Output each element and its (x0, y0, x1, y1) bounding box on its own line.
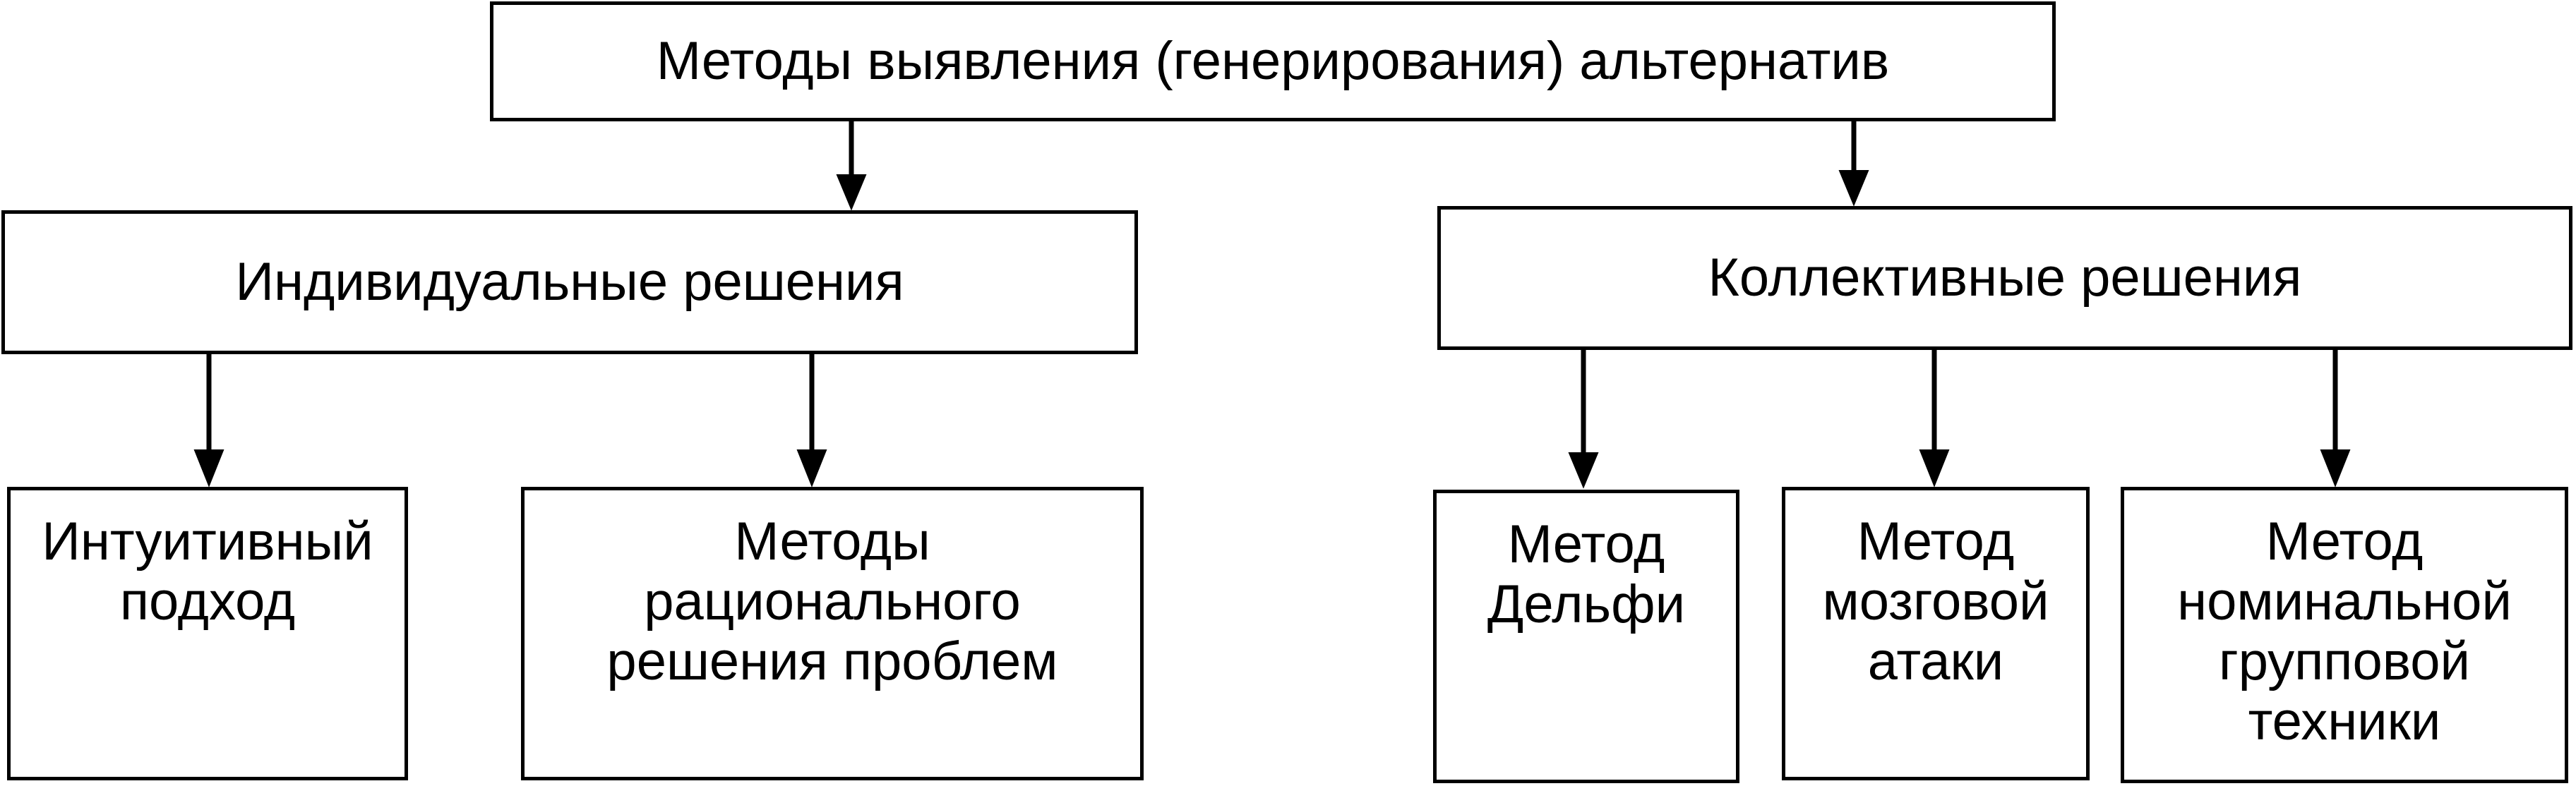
collective-decisions-label: Коллективные решения (1708, 247, 2302, 308)
intuitive-approach-node: Интуитивный подход (7, 487, 408, 780)
rational-methods-node: Методы рационального решения проблем (521, 487, 1144, 780)
root-node-label: Методы выявления (генерирования) альтерн… (656, 30, 1890, 91)
arrowhead-collective-to-delphi (1568, 452, 1599, 489)
individual-decisions-node: Индивидуальные решения (1, 210, 1138, 354)
root-node: Методы выявления (генерирования) альтерн… (490, 1, 2056, 121)
brainstorm-method-node: Метод мозговой атаки (1782, 487, 2090, 780)
intuitive-approach-label: Интуитивный подход (42, 512, 373, 632)
nominal-group-method-label: Метод номинальной групповой техники (2177, 512, 2512, 752)
nominal-group-method-node: Метод номинальной групповой техники (2121, 487, 2568, 783)
arrowhead-collective-to-nominal (2320, 449, 2351, 488)
arrowhead-collective-to-brainstorm (1919, 449, 1950, 488)
arrowhead-individual-to-intuitive (193, 449, 224, 488)
arrowhead-root-to-collective (1838, 170, 1869, 207)
arrowhead-root-to-individual (836, 174, 867, 211)
delphi-method-label: Метод Дельфи (1487, 514, 1686, 635)
brainstorm-method-label: Метод мозговой атаки (1822, 512, 2049, 692)
delphi-method-node: Метод Дельфи (1433, 490, 1739, 783)
rational-methods-label: Методы рационального решения проблем (606, 512, 1058, 692)
arrowhead-individual-to-rational (796, 449, 827, 488)
collective-decisions-node: Коллективные решения (1437, 206, 2572, 350)
individual-decisions-label: Индивидуальные решения (235, 251, 904, 312)
